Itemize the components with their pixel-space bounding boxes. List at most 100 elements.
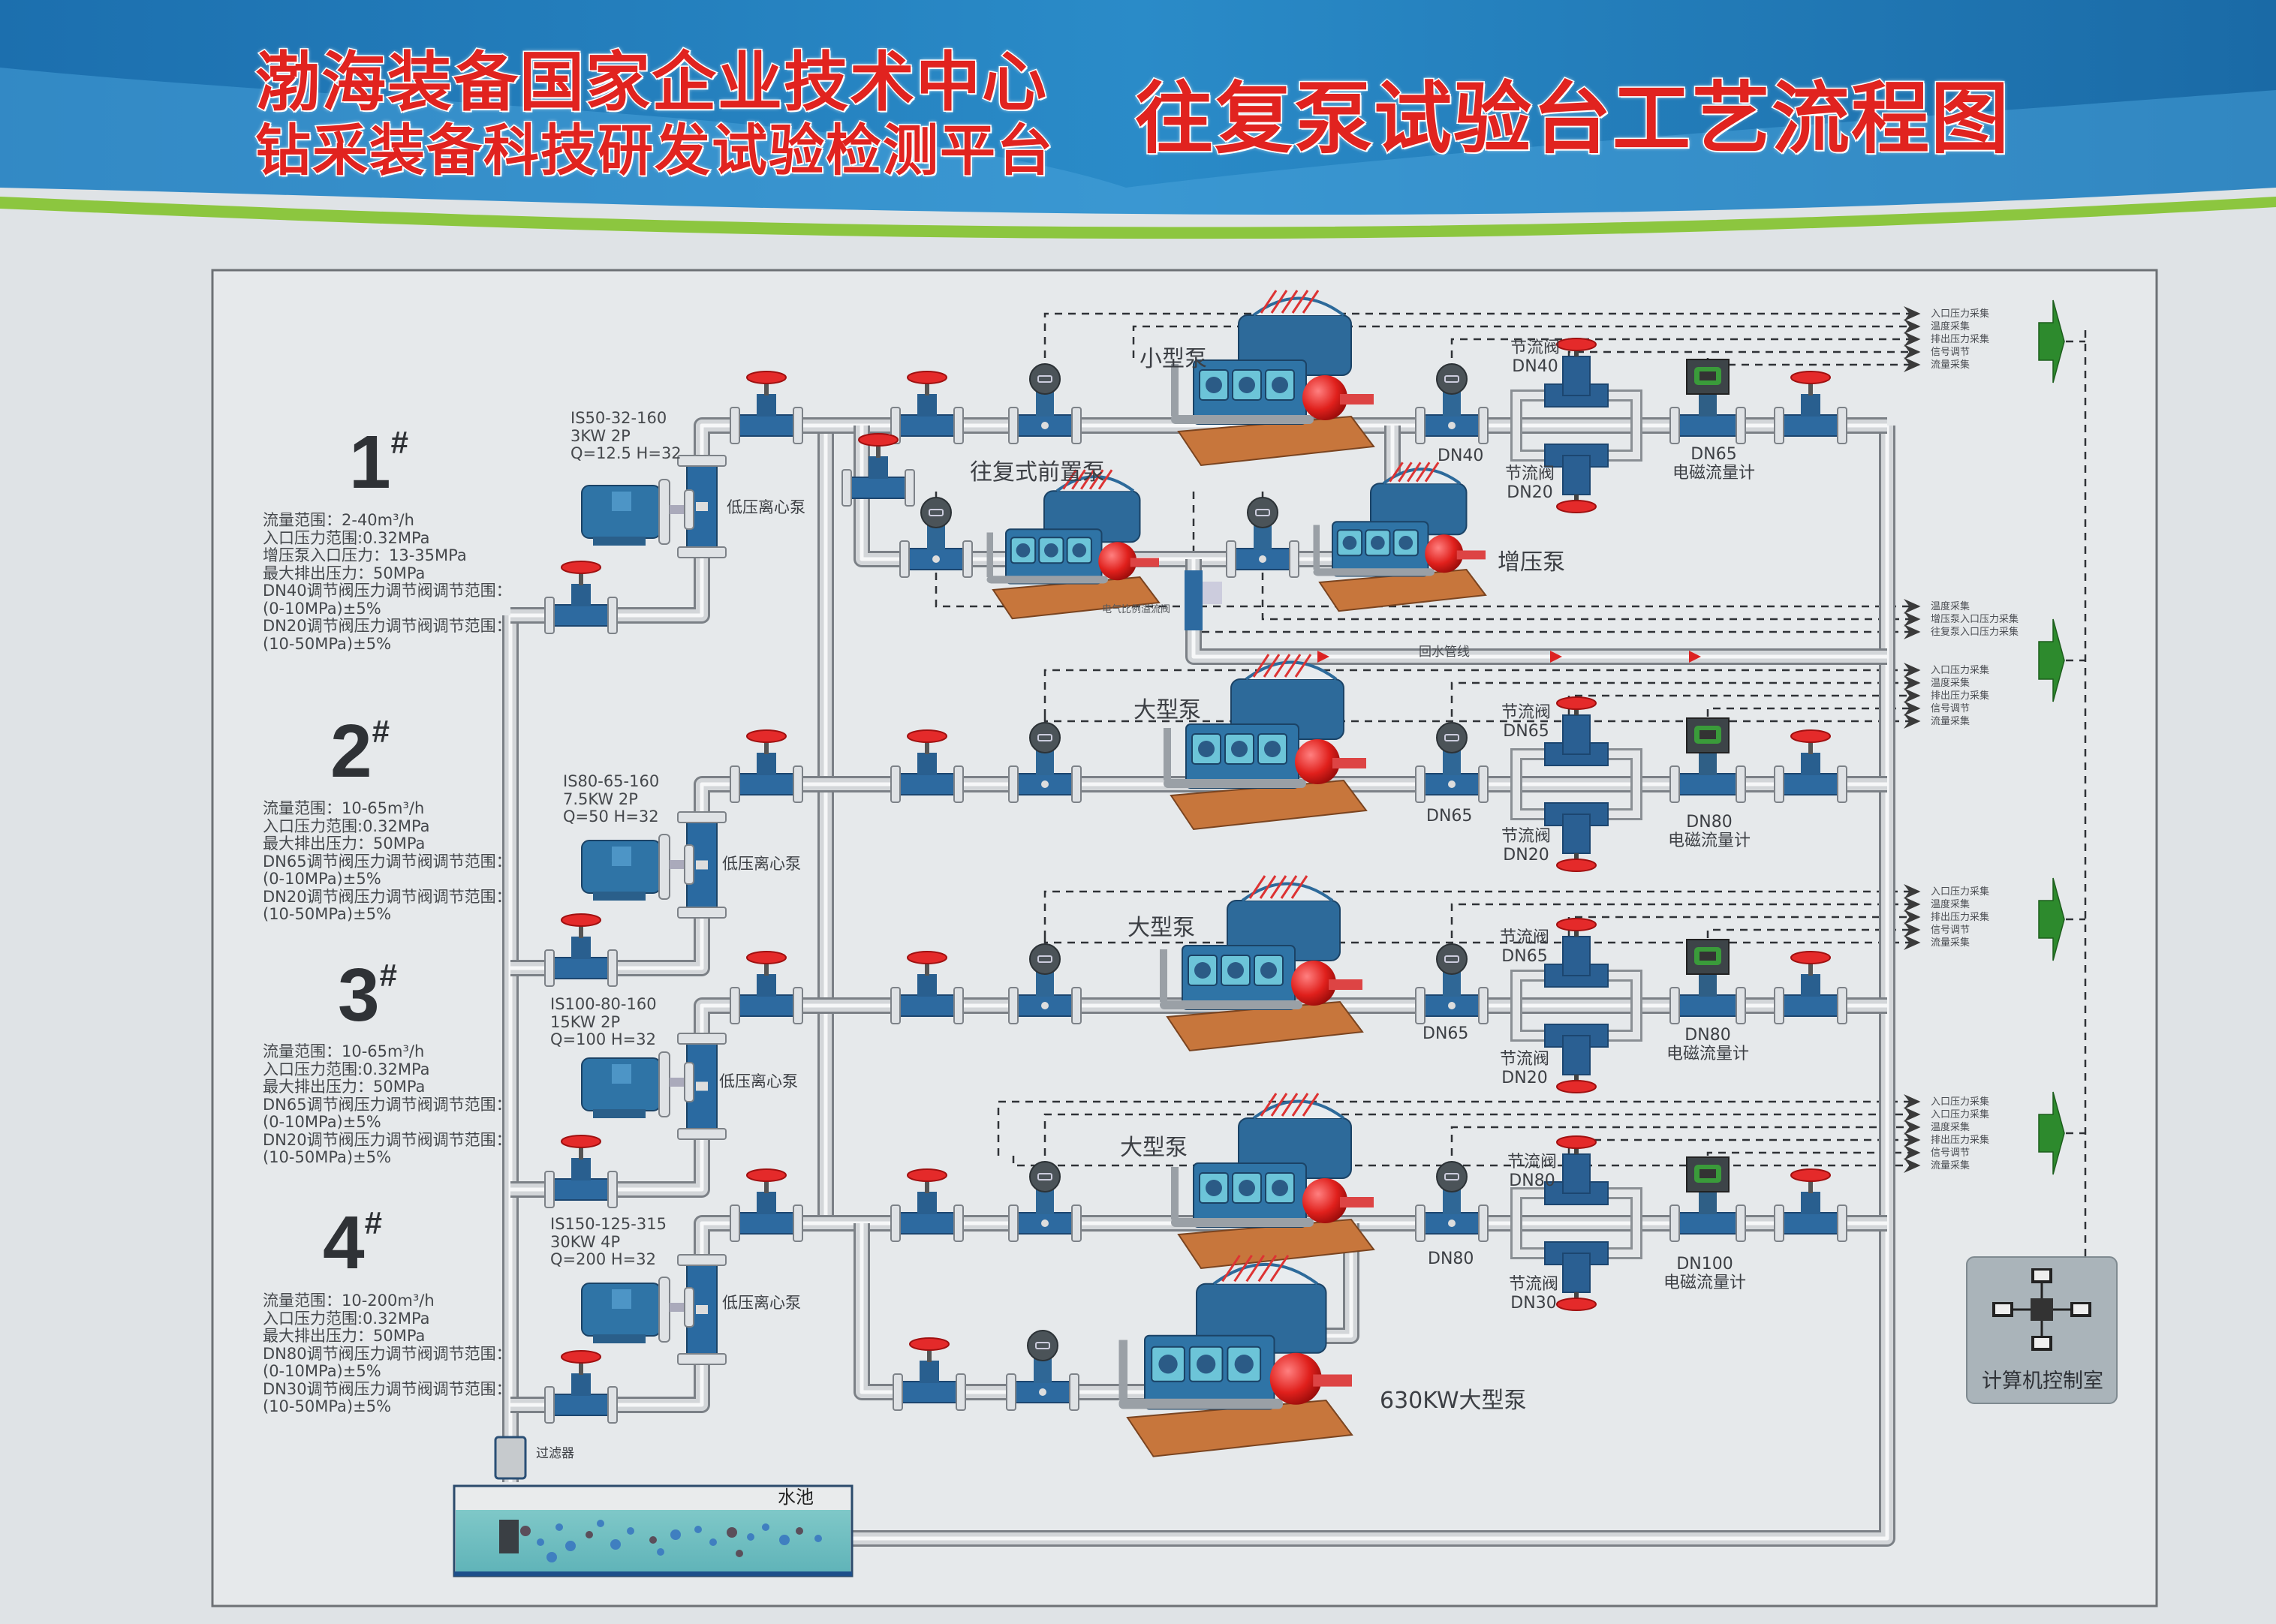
spec-line: (0-10MPa)±5% (263, 599, 381, 618)
title-right: 往复泵试验台工艺流程图 (1133, 73, 2011, 164)
pool-label: 水池 (778, 1487, 814, 1508)
signal-group-labels-line: 入口压力采集 (1931, 886, 1990, 898)
lp-pump-spec-line: Q=50 H=32 (563, 807, 659, 826)
spec-line: DN20调节阀压力调节阀调节范围： (263, 887, 512, 906)
signal-line (1043, 306, 1921, 358)
signal-line (1043, 1107, 1921, 1156)
throttle-valve-icon[interactable] (1510, 1135, 1642, 1311)
gate-valve-icon[interactable] (544, 1135, 618, 1208)
bubble (520, 1526, 531, 1536)
throttle-bottom-label-line: 节流阀 (1500, 1050, 1550, 1069)
lp-pump-label: 低压离心泵 (727, 498, 805, 517)
gate-valve-icon[interactable] (1774, 371, 1847, 444)
station-number: 3 (338, 953, 380, 1037)
gate-valve-icon[interactable] (544, 561, 618, 634)
gauge-dn-label: DN40 (1438, 447, 1483, 466)
lp-pump-label-line: 低压离心泵 (722, 1294, 801, 1312)
gate-valve-icon[interactable] (890, 371, 964, 444)
pump-label: 大型泵 (1120, 1135, 1188, 1161)
spec-line: 入口压力范围:0.32MPa (263, 1060, 430, 1078)
bubble (565, 1541, 576, 1551)
pump-label: 大型泵 (1127, 916, 1195, 941)
signal-group-labels-line: 温度采集 (1931, 1122, 1970, 1133)
signal-group-labels-line: 排出压力采集 (1931, 334, 1990, 345)
spec-line: DN80调节阀压力调节阀调节范围： (263, 1344, 512, 1363)
gate-valve-icon[interactable] (730, 729, 803, 803)
signal-group-labels-line: 入口压力采集 (1931, 308, 1990, 320)
station-number: 2 (330, 709, 372, 793)
gauge-dn-label: DN80 (1428, 1250, 1474, 1269)
pressure-gauge-icon (1008, 1161, 1082, 1242)
throttle-valve-icon[interactable] (1510, 696, 1642, 872)
station-mark: # (390, 425, 408, 460)
signal-group-labels-line: 入口压力采集 (1931, 1096, 1990, 1108)
gate-valve-icon[interactable] (890, 1168, 964, 1242)
gate-valve-icon[interactable] (544, 1350, 618, 1424)
bubble (796, 1527, 803, 1535)
throttle-top-label-line: DN80 (1509, 1171, 1555, 1190)
spec-line: (10-50MPa)±5% (263, 1397, 392, 1416)
gate-valve-icon[interactable] (841, 433, 915, 507)
pressure-gauge-icon (1226, 497, 1299, 578)
spec-line: 最大排出压力：50MPa (263, 1327, 426, 1346)
booster-pump-label: 增压泵 (1498, 549, 1565, 576)
pressure-gauge-icon (1006, 1330, 1079, 1411)
pressure-gauge-icon (1008, 363, 1082, 444)
computer-room-box[interactable] (1966, 1256, 2118, 1404)
bubble (814, 1535, 822, 1542)
spec-line: (0-10MPa)±5% (263, 1362, 381, 1381)
throttle-valve-icon[interactable] (1510, 918, 1642, 1093)
station-mark: # (364, 1205, 382, 1241)
pressure-gauge-icon (1415, 943, 1489, 1024)
pump-label: 小型泵 (1140, 347, 1207, 372)
station-number: 1 (349, 420, 391, 504)
gate-valve-icon[interactable] (890, 729, 964, 803)
lp-pump-label: 低压离心泵 (722, 855, 801, 874)
bubble (546, 1552, 557, 1562)
filter-label: 过滤器 (536, 1446, 574, 1461)
throttle-top-label-line: 节流阀 (1500, 928, 1550, 947)
signal-group-labels-line: 信号调节 (1931, 1147, 1970, 1159)
gate-valve-icon[interactable] (730, 371, 803, 444)
gauge-dn-label-line: DN40 (1438, 447, 1484, 465)
gate-valve-icon[interactable] (893, 1337, 966, 1411)
signal-group-labels-line: 入口压力采集 (1931, 1109, 1990, 1120)
gate-valve-icon[interactable] (890, 951, 964, 1024)
signal-line (1706, 922, 1921, 938)
gate-valve-icon[interactable] (1774, 951, 1847, 1024)
gauge-dn-label-line: DN80 (1428, 1250, 1474, 1268)
gate-valve-icon[interactable] (730, 951, 803, 1024)
throttle-bottom-label-line: DN20 (1503, 845, 1549, 865)
signal-group-labels-line: 信号调节 (1931, 347, 1970, 358)
flow-direction-arrow-icon (1317, 651, 1329, 663)
water-pool (453, 1484, 854, 1577)
signal-line (1043, 663, 1921, 717)
lp-pump-label-line: 低压离心泵 (722, 855, 801, 873)
pump-label: 大型泵 (1133, 698, 1201, 723)
spec-line: 流量范围：10-65m³/h (263, 799, 425, 817)
electromagnetic-flowmeter-icon (1669, 717, 1746, 803)
electromagnetic-flowmeter-icon (1669, 939, 1746, 1024)
signal-line (1450, 1120, 1921, 1156)
signal-line (1043, 714, 1921, 729)
signal-group-labels: 温度采集增压泵入口压力采集往复泵入口压力采集 (1931, 600, 2019, 639)
gate-valve-icon[interactable] (1774, 1168, 1847, 1242)
lp-pump-spec-line: 15KW 2P (550, 1012, 621, 1031)
gate-valve-icon[interactable] (730, 1168, 803, 1242)
spec-line: 最大排出压力：50MPa (263, 835, 426, 853)
title-left-line1: 渤海装备国家企业技术中心 (254, 45, 1048, 120)
gate-valve-icon[interactable] (544, 913, 618, 987)
spec-line: (0-10MPa)±5% (263, 1113, 381, 1132)
gate-valve-icon[interactable] (1774, 729, 1847, 803)
signal-group-labels-line: 流量采集 (1931, 1160, 1970, 1171)
control-room-label: 计算机控制室 (1982, 1370, 2103, 1393)
signal-line (935, 492, 1921, 614)
flowmeter-label-line: 电磁流量计 (1666, 1044, 1750, 1063)
spec-line: 增压泵入口压力：13-35MPa (263, 546, 467, 565)
big-pump-label: 630KW大型泵 (1380, 1388, 1527, 1414)
filter-icon (494, 1436, 527, 1480)
throttle-valve-icon[interactable] (1510, 338, 1642, 513)
